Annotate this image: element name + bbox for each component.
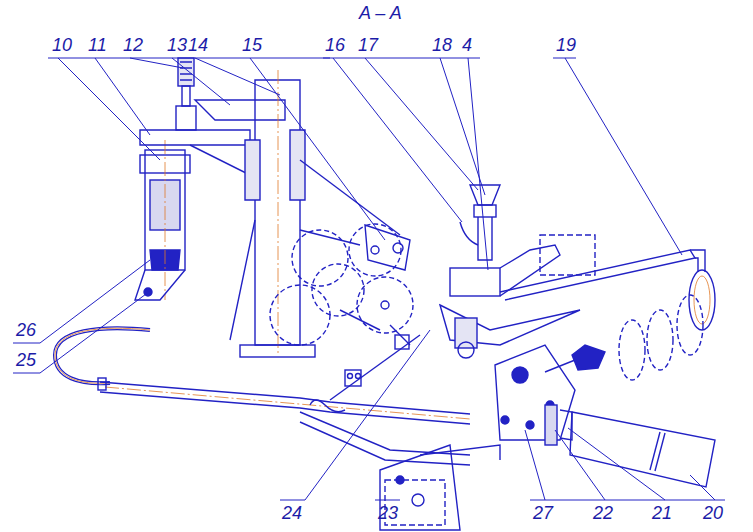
- callout-number: 24: [282, 503, 302, 523]
- callout-number: 18: [432, 35, 452, 55]
- callout-number: 10: [52, 35, 72, 55]
- callout-number: 17: [358, 35, 378, 55]
- callout-number: 26: [16, 320, 36, 340]
- callout-number: 4: [462, 35, 472, 55]
- callout-number: 14: [188, 35, 208, 55]
- callout-number: 27: [533, 503, 553, 523]
- callout-number: 25: [16, 350, 36, 370]
- section-title: A – A: [359, 3, 402, 23]
- callout-number: 16: [325, 35, 345, 55]
- callout-number: 15: [242, 35, 262, 55]
- callout-number: 21: [652, 503, 672, 523]
- callout-number: 13: [167, 35, 187, 55]
- callout-number: 20: [703, 503, 723, 523]
- callout-number: 11: [88, 35, 107, 55]
- callout-number: 19: [556, 35, 576, 55]
- callout-number: 22: [593, 503, 613, 523]
- callout-number: 12: [123, 35, 143, 55]
- callout-number: 23: [378, 503, 398, 523]
